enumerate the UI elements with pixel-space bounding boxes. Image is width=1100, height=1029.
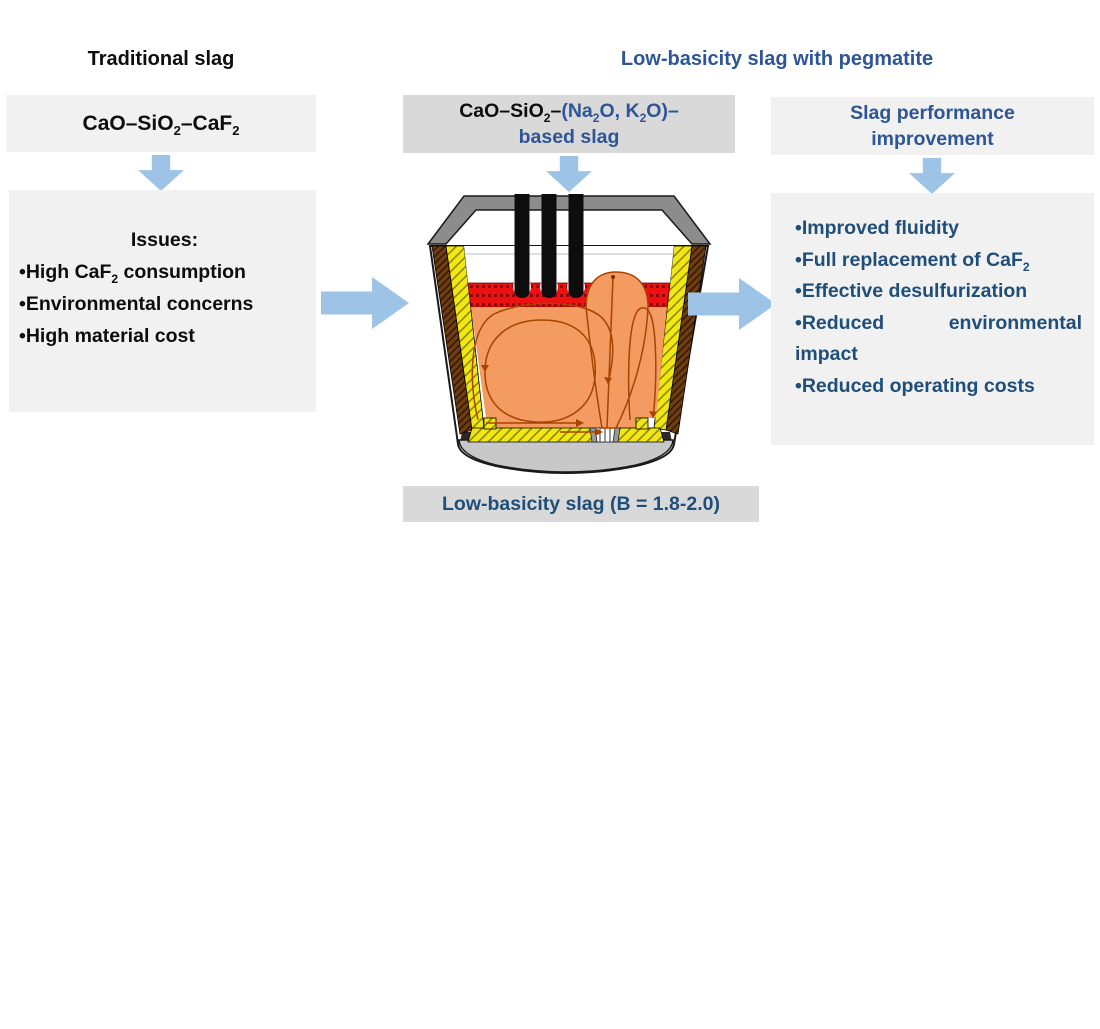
ladle-furnace-illustration — [426, 194, 712, 475]
issues-box: Issues: •High CaF2 consumption •Environm… — [9, 190, 316, 412]
traditional-formula-text: CaO–SiO2–CaF2 — [82, 111, 240, 138]
pegmatite-title: Low-basicity slag with pegmatite — [620, 48, 934, 70]
issue-item: •Environmental concerns — [19, 293, 254, 315]
flow-arrow-left-to-furnace — [321, 277, 409, 329]
down-arrow-left — [138, 155, 184, 191]
refractory-bottom — [467, 427, 665, 443]
pegmatite-formula-line2: based slag — [518, 126, 620, 148]
benefit-item: •Effective desulfurization — [795, 280, 1028, 302]
traditional-formula-box: CaO–SiO2–CaF2 — [6, 95, 316, 152]
down-arrow-center — [546, 156, 592, 192]
porous-plug — [589, 427, 621, 443]
pegmatite-formula-box: CaO–SiO2–(Na2O, K2O)– based slag — [403, 95, 735, 153]
electrodes — [514, 194, 584, 298]
issue-item: •High CaF2 consumption — [19, 261, 246, 286]
issues-heading: Issues: — [130, 229, 199, 251]
flow-lines — [471, 302, 657, 433]
benefit-item: •Reduced operating costs — [795, 374, 1035, 397]
stirring-plume — [585, 271, 649, 429]
benefit-item: •Full replacement of CaF2 — [795, 248, 1030, 274]
lining-step-right — [635, 417, 649, 430]
basicity-label: Low-basicity slag (B = 1.8-2.0) — [403, 486, 759, 522]
performance-box: Slag performance improvement — [771, 97, 1094, 155]
flow-arrowheads — [481, 365, 657, 436]
issue-item: •High material cost — [19, 325, 195, 347]
down-arrow-right — [909, 158, 955, 194]
furnace-roof — [426, 195, 712, 245]
pegmatite-formula-line1: CaO–SiO2–(Na2O, K2O)– — [459, 100, 679, 125]
benefit-item: •Improved fluidity — [795, 217, 959, 239]
furnace-base — [458, 439, 674, 473]
traditional-slag-title: Traditional slag — [87, 48, 235, 70]
benefit-item: •Reduced environmental impact — [795, 311, 1082, 366]
benefits-box: •Improved fluidity •Full replacement of … — [771, 193, 1094, 445]
